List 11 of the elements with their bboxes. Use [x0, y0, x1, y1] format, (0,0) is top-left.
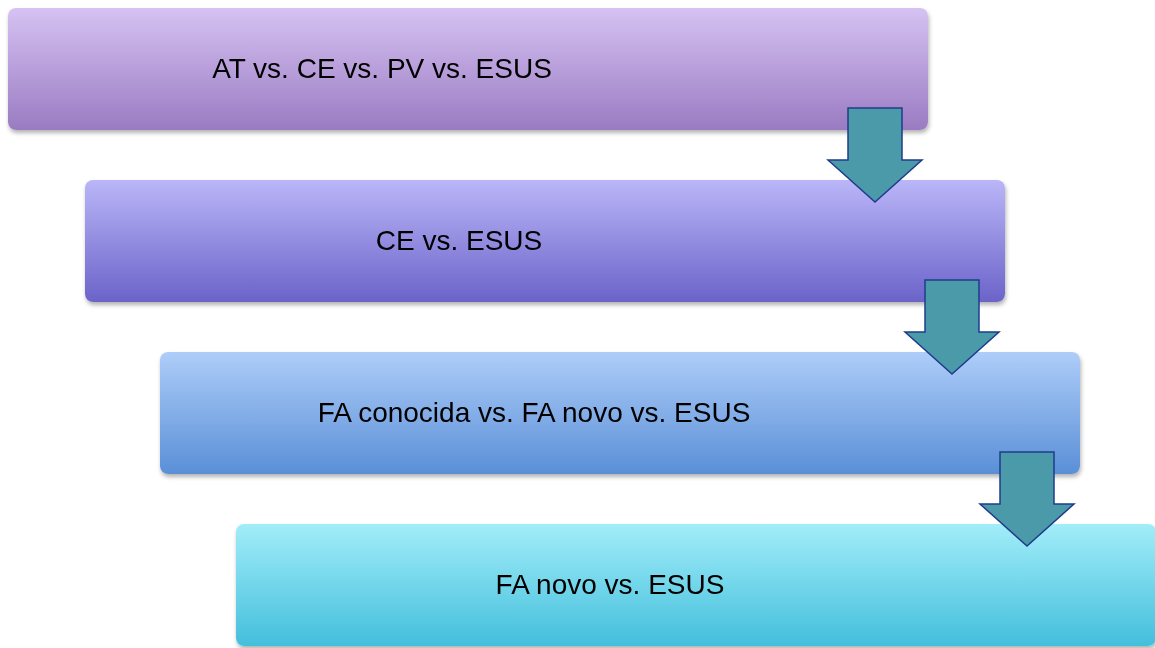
- box-label: FA conocida vs. FA novo vs. ESUS: [317, 397, 751, 429]
- block-arrow: [978, 451, 1076, 547]
- box-label: AT vs. CE vs. PV vs. ESUS: [212, 53, 552, 85]
- process-box: [8, 8, 928, 130]
- box-label: FA novo vs. ESUS: [495, 569, 725, 601]
- process-box: [160, 352, 1080, 474]
- box-label: CE vs. ESUS: [375, 225, 543, 257]
- block-arrow: [903, 279, 1001, 375]
- process-box: [236, 524, 1155, 646]
- block-arrow: [826, 107, 924, 203]
- process-box: [85, 180, 1005, 302]
